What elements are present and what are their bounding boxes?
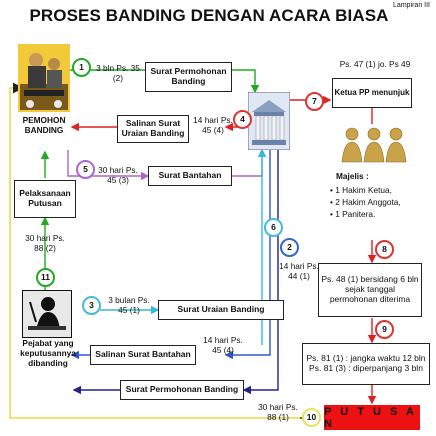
step-3-marker: 3 <box>82 296 101 315</box>
step-2-label: 14 hari Ps. 44 (1) <box>279 261 319 281</box>
step-7-label: Ps. 47 (1) jo. Ps 49 <box>339 59 411 69</box>
step-11-marker: 11 <box>36 268 55 287</box>
step-9-marker: 9 <box>375 320 394 339</box>
putusan-box: P U T U S A N <box>324 405 420 430</box>
pelaksanaan-box: Pelaksanaan Putusan <box>14 180 76 218</box>
ketua-pp-box: Ketua PP menunjuk <box>332 78 412 108</box>
step-7-marker: 7 <box>305 92 324 111</box>
page-title: PROSES BANDING DENGAN ACARA BIASA <box>29 6 389 25</box>
step-10-marker: 10 <box>302 408 321 427</box>
step-11-label: 30 hari Ps. 88 (2) <box>25 233 65 253</box>
step-5-marker: 5 <box>76 160 95 179</box>
step-3-label: 3 bulan Ps. 45 (1) <box>108 295 150 315</box>
surat-uraian-box: Surat Uraian Banding <box>158 300 284 320</box>
step-4-marker: 4 <box>233 110 252 129</box>
majelis-item: • 2 Hakim Anggota, <box>330 197 401 208</box>
pejabat-illustration <box>21 289 73 339</box>
step-8-marker: 8 <box>375 240 394 259</box>
pemohon-illustration <box>18 44 70 112</box>
surat-permohonan-2-box: Surat Permohonan Banding <box>120 380 244 400</box>
salinan-uraian-box: Salinan Surat Uraian Banding <box>117 115 189 143</box>
pejabat-label: Pejabat yang keputusannya dibanding <box>20 338 76 368</box>
step-1-label: 3 bln Ps. 35 (2) <box>96 63 140 83</box>
court-illustration <box>247 91 291 151</box>
judges-icon <box>341 127 407 163</box>
surat-permohonan-box: Surat Permohonan Banding <box>145 62 232 92</box>
majelis-illustration <box>338 124 410 164</box>
step-4b-label: 14 hari Ps. 45 (4) <box>203 335 243 355</box>
majelis-item: • 1 Hakim Ketua, <box>330 185 392 195</box>
step-1-marker: 1 <box>72 58 91 77</box>
pemohon-icon <box>18 44 70 112</box>
ps81-box: Ps. 81 (1) : jangka waktu 12 bln Ps. 81 … <box>302 343 430 385</box>
pemohon-label: PEMOHON BANDING <box>22 115 66 135</box>
majelis-list: • 1 Hakim Ketua, • 2 Hakim Anggota, • 1 … <box>330 184 401 220</box>
step-5-label: 30 hari Ps. 45 (3) <box>98 165 138 185</box>
step-10-label: 30 hari Ps. 88 (1) <box>258 402 298 422</box>
step-4-label: 14 hari Ps. 45 (4) <box>193 115 233 135</box>
official-icon <box>21 289 73 339</box>
majelis-item: • 1 Panitera. <box>330 209 376 220</box>
step-2-marker: 2 <box>280 238 299 257</box>
court-building-icon <box>247 91 291 151</box>
majelis-heading: Majelis : <box>336 171 369 181</box>
ps48-box: Ps. 48 (1) bersidang 6 bln sejak tanggal… <box>318 263 422 317</box>
surat-bantahan-box: Surat Bantahan <box>148 166 232 186</box>
step-6-marker: 6 <box>264 218 283 237</box>
appendix-label: Lampiran III <box>393 2 430 9</box>
salinan-bantahan-box: Salinan Surat Bantahan <box>90 345 196 365</box>
